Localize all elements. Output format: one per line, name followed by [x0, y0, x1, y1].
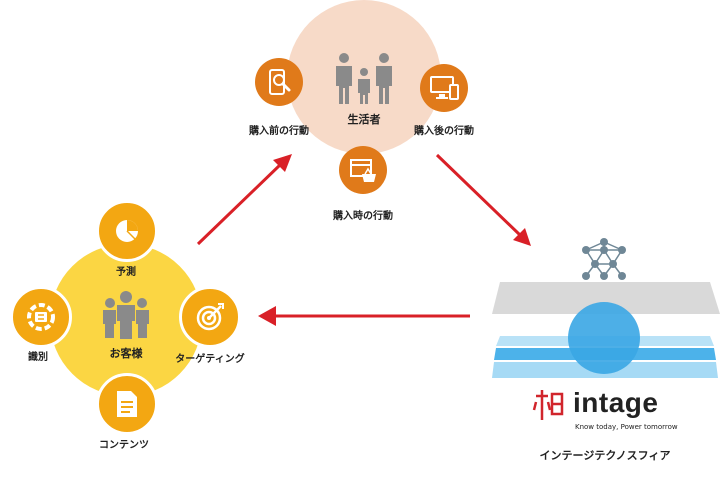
intage-tagline: Know today, Power tomorrow — [575, 423, 678, 431]
segment-chart-icon — [10, 286, 72, 348]
targeting-label: ターゲティング — [175, 354, 245, 365]
search-phone-icon — [255, 58, 303, 106]
target-icon — [179, 286, 241, 348]
during-purchase-label: 購入時の行動 — [333, 211, 393, 222]
shop-basket-icon — [339, 146, 387, 194]
intage-logo-text: intage — [573, 387, 659, 418]
arrow-to-intage — [435, 153, 522, 237]
devices-icon — [420, 64, 468, 112]
document-icon — [96, 373, 158, 435]
customer-label: お客様 — [109, 347, 143, 360]
before-purchase-label: 購入前の行動 — [249, 126, 309, 137]
consumer-circle — [287, 0, 441, 154]
forecast-label: 予測 — [116, 267, 136, 278]
arrow-to-consumer — [196, 162, 283, 246]
customer-group-icon — [101, 290, 151, 340]
content-label: コンテンツ — [99, 440, 149, 451]
identify-label: 識別 — [28, 352, 48, 363]
family-icon — [334, 52, 394, 106]
company-name: インテージテクノスフィア — [539, 449, 671, 462]
consumer-label: 生活者 — [347, 113, 381, 126]
pie-chart-icon — [96, 200, 158, 262]
platform-graphic — [488, 238, 720, 380]
intage-logo-mark — [532, 388, 566, 422]
after-purchase-label: 購入後の行動 — [414, 126, 474, 137]
